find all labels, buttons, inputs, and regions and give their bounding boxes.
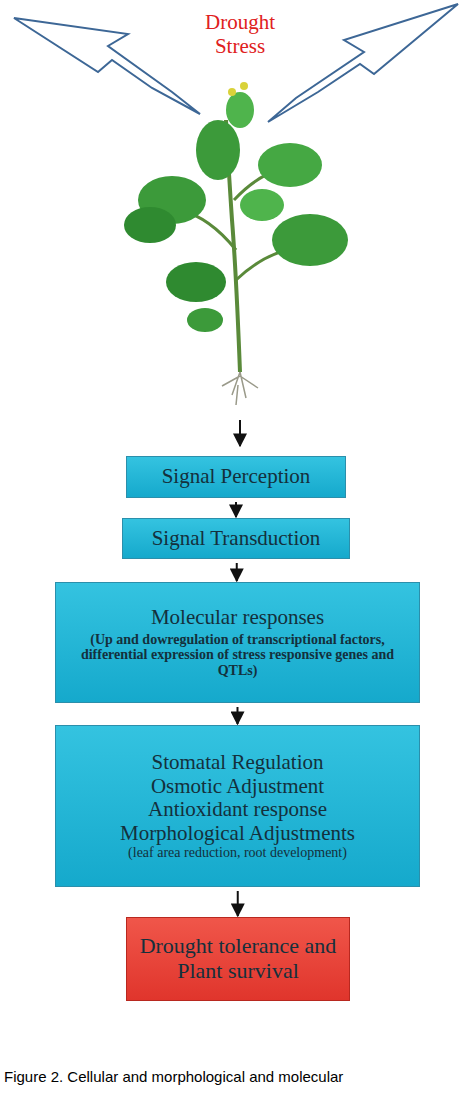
box-title: Molecular responses [151, 606, 324, 630]
box-title: Signal Transduction [152, 527, 321, 551]
box-text: (Up and dowregulation of transcriptional… [64, 632, 411, 679]
plant-illustration [124, 82, 348, 446]
process-box: Molecular responses(Up and dowregulation… [55, 582, 420, 703]
flow-arrow [237, 707, 239, 724]
box-text: Morphological Adjustments [120, 822, 355, 846]
process-box: Signal Transduction [122, 518, 350, 559]
box-title: Stomatal Regulation [151, 751, 323, 775]
flow-arrow [237, 891, 239, 916]
figure-caption: Figure 2. Cellular and morphological and… [4, 1068, 470, 1085]
process-box: Signal Perception [126, 456, 346, 498]
box-text: Antioxidant response [148, 798, 327, 822]
lightning-bolt [14, 18, 200, 114]
box-title: Drought tolerance and Plant survival [135, 934, 341, 983]
process-box: Stomatal RegulationOsmotic AdjustmentAnt… [55, 725, 420, 887]
flow-arrow [235, 502, 237, 517]
box-text: Osmotic Adjustment [151, 775, 324, 799]
flow-arrow [236, 563, 238, 581]
box-title: Signal Perception [162, 465, 311, 489]
lightning-bolt [268, 4, 458, 122]
box-text: (leaf area reduction, root development) [128, 845, 347, 861]
stress-label: Drought Stress [190, 10, 290, 58]
result-box: Drought tolerance and Plant survival [126, 917, 350, 1001]
